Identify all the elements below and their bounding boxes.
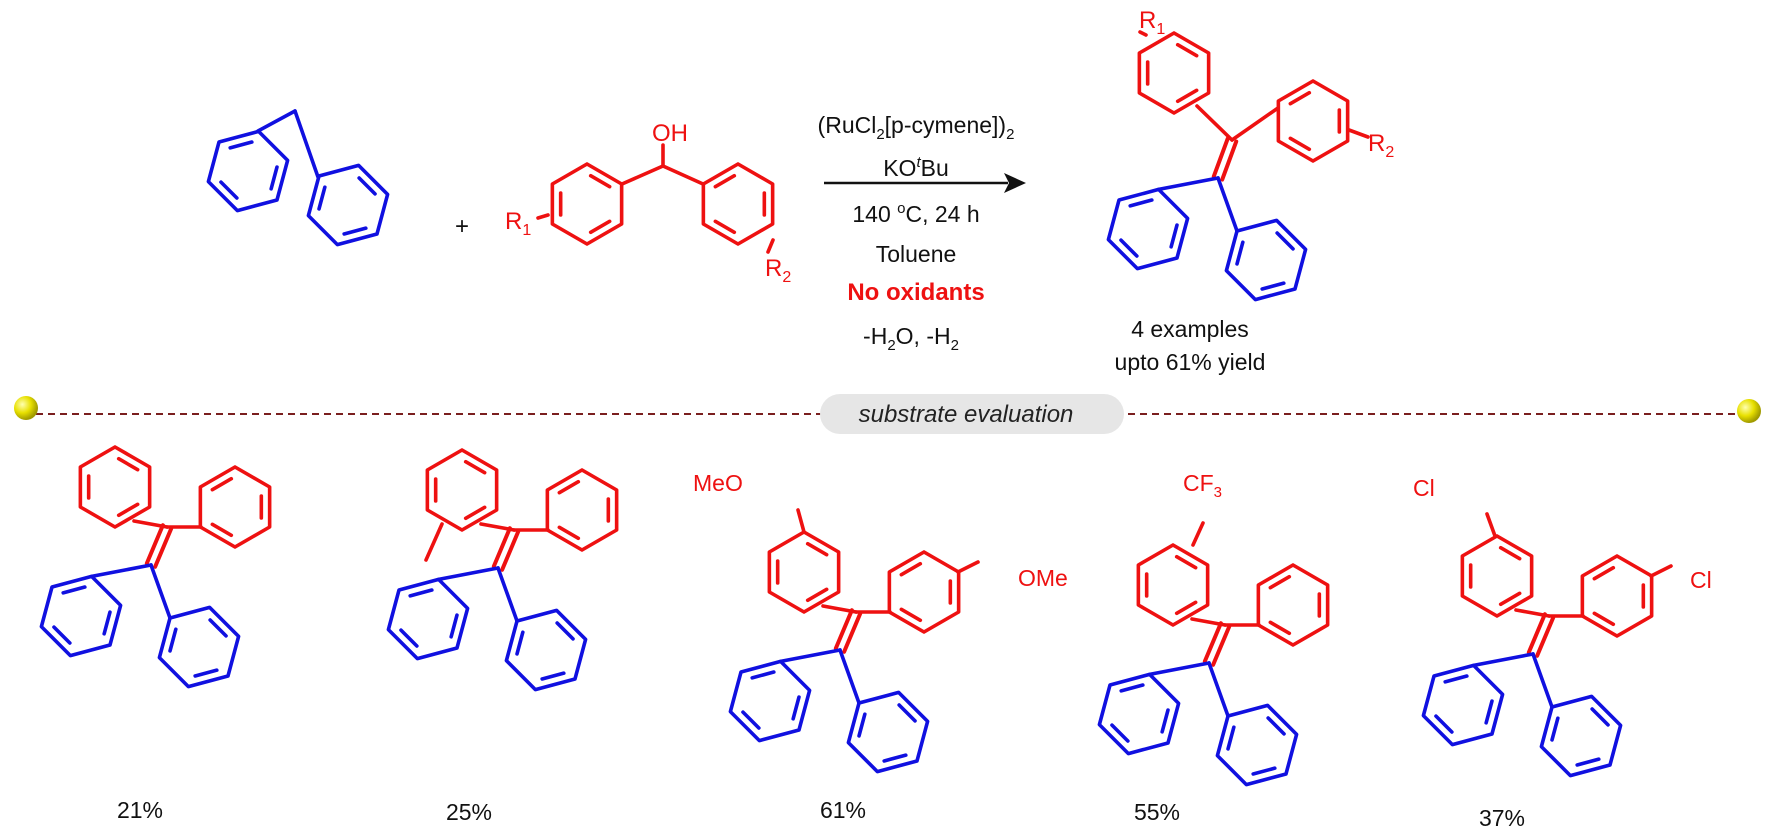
fluorene-right-ring — [1224, 218, 1308, 302]
fluorene-right-ring — [1539, 694, 1623, 778]
substrate-5-chloro-label-right: Cl — [1690, 567, 1712, 593]
divider: substrate evaluation — [14, 394, 1761, 434]
substrate-5-structure-ring-right — [1580, 554, 1654, 638]
substrate-2-structure-ring-right — [545, 468, 619, 552]
reagent-r2-label: R2 — [765, 255, 791, 286]
substrate-1-structure — [39, 445, 272, 689]
substrate-1-yield: 21% — [117, 797, 163, 823]
examples-count: 4 examples — [1131, 316, 1249, 342]
substrate-1-structure-ring-upper — [78, 445, 152, 529]
structures — [39, 30, 1673, 787]
substrate-3-methoxy-label-right: OMe — [1018, 565, 1068, 591]
product-r2-label: R2 — [1368, 130, 1394, 161]
divider-label-pill — [820, 394, 1124, 434]
byproducts-label: -H2O, -H2 — [863, 323, 959, 354]
divider-bead-left — [14, 396, 38, 420]
substrate-5-structure-ring-upper — [1460, 534, 1534, 618]
substrate-3-methoxy-label-top: MeO — [693, 470, 743, 496]
substrate-5-yield: 37% — [1479, 805, 1525, 830]
fluorene-reactant — [206, 109, 390, 247]
reagent-r1-label: R1 — [505, 208, 531, 239]
substrate-3-structure — [728, 508, 980, 774]
aryl-ring-right — [701, 162, 775, 246]
aryl-ring-left — [550, 162, 624, 246]
substrate-2-structure-ring-upper — [425, 448, 499, 532]
substrate-3-structure-ring-right — [887, 550, 961, 634]
substrate-1-structure-ring-right — [198, 465, 272, 549]
product-general — [1106, 30, 1370, 302]
divider-bead-right — [1737, 399, 1761, 423]
reaction-arrow — [824, 173, 1026, 193]
substrate-2-yield: 25% — [446, 799, 492, 825]
reagent-oh-label: OH — [652, 120, 688, 147]
divider-label: substrate evaluation — [859, 401, 1074, 428]
max-yield-text: upto 61% yield — [1115, 349, 1266, 375]
substrate-3-structure-ring-upper — [767, 530, 841, 614]
substrate-4-structure-ring-upper — [1136, 543, 1210, 627]
product-ring-upper — [1137, 31, 1211, 115]
no-oxidants-label: No oxidants — [847, 279, 984, 306]
plus-sign: + — [455, 213, 469, 240]
fluorene-right-ring — [306, 163, 390, 247]
diarylmethanol-reactant — [536, 143, 775, 254]
base-label: KOtBu — [883, 154, 949, 181]
temperature-label: 140 oC, 24 h — [852, 200, 979, 227]
substrate-4-structure — [1097, 521, 1330, 787]
catalyst-label: (RuCl2[p-cymene])2 — [818, 112, 1015, 143]
substrate-5-structure — [1421, 512, 1673, 778]
fluorene-right-ring — [157, 605, 241, 689]
substrate-5-chloro-label-top: Cl — [1413, 475, 1435, 501]
substrate-3-yield: 61% — [820, 797, 866, 823]
fluorene-right-ring — [504, 608, 588, 692]
fluorene-right-ring — [846, 690, 930, 774]
product-ring-right — [1276, 79, 1350, 163]
substrate-4-structure-ring-right — [1256, 563, 1330, 647]
substrate-4-yield: 55% — [1134, 799, 1180, 825]
substrate-2-structure — [386, 448, 619, 692]
fluorene-right-ring — [1215, 703, 1299, 787]
product-r1-label: R1 — [1139, 7, 1165, 38]
substrate-4-cf3-label: CF3 — [1183, 470, 1222, 501]
solvent-label: Toluene — [876, 241, 957, 267]
